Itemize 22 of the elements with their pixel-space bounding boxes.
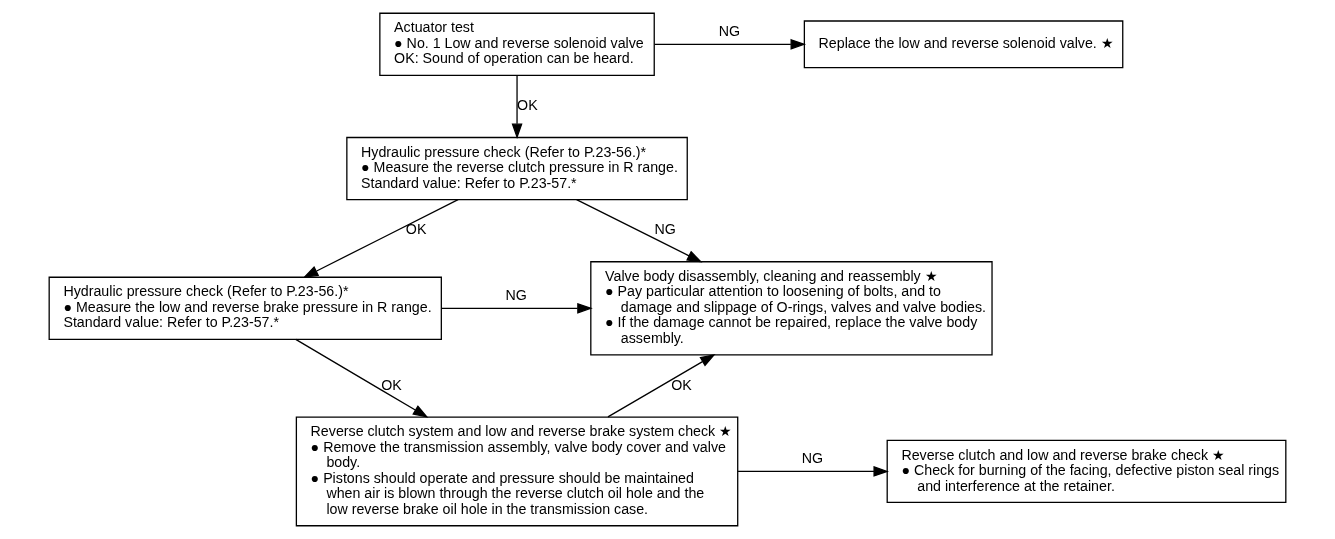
arrow	[654, 38, 807, 50]
node-box: Actuator test ● No. 1 Low and reverse solenoid valve OK: Sound of operation can be heard.	[379, 12, 655, 76]
node-box: Reverse clutch and low and reverse brake check ★ ● Check for burning of the facing, defective piston seal rings and interference at the retainer.	[886, 439, 1287, 504]
node-box: Replace the low and reverse solenoid valve. ★	[803, 20, 1124, 69]
node-box: Hydraulic pressure check (Refer to P.23-56.)* ● Measure the reverse clutch pressure in R range. Standard value: Refer to P.23-57.*	[346, 136, 688, 201]
arrow	[441, 302, 593, 314]
edge-label: NG	[718, 23, 740, 40]
edge-label: NG	[654, 221, 676, 238]
edge-label: OK	[381, 376, 402, 393]
arrow	[737, 465, 889, 477]
arrow	[607, 354, 716, 418]
edge-label: OK	[671, 376, 692, 393]
arrow	[295, 338, 429, 418]
edge-label: NG	[505, 287, 527, 304]
node-box: Valve body disassembly, cleaning and reassembly ★ ● Pay particular attention to loosening of bolts, and to damage and slippage of O-rings, valves and valve bodies. ● If the damage cannot be repaired, replace the valve body assembly.	[590, 261, 993, 356]
arrow	[575, 198, 703, 263]
edge-label: OK	[405, 221, 427, 238]
arrow	[511, 75, 523, 140]
arrow	[302, 198, 459, 278]
node-box: Reverse clutch system and low and reverse brake system check ★ ● Remove the transmission assembly, valve body cover and valve body. ● Pistons should operate and pressure should be maintained when air is blown through the reverse clutch oil hole and the low reverse brake oil hole in the transmission case.	[295, 416, 739, 527]
edge-label: NG	[801, 450, 824, 467]
node-box: Hydraulic pressure check (Refer to P.23-56.)* ● Measure the low and reverse brake pressure in R range. Standard value: Refer to P.23-57.*	[48, 276, 442, 341]
